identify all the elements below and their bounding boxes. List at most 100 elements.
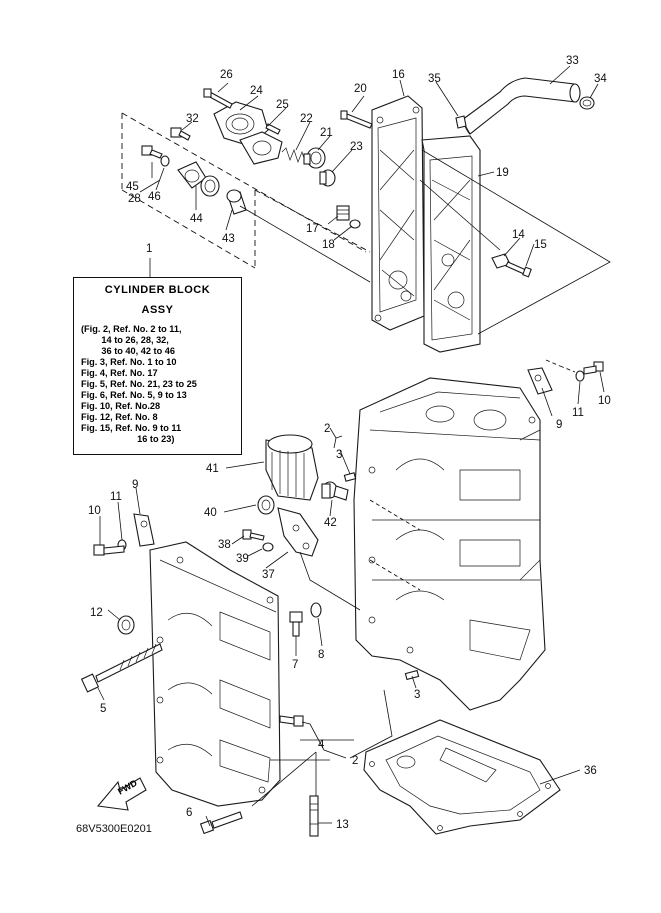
- oil-seal-40: [257, 495, 275, 515]
- washer-39: [262, 542, 274, 552]
- callout-labels: 1 2 2 3 3 4 5 6 7 8 9 9 10 10 11 11 12 1…: [88, 55, 611, 831]
- bolt-10-right: [583, 361, 604, 375]
- caption-line: 16 to 23): [81, 434, 175, 444]
- washer-46: [160, 155, 170, 167]
- washer-11-right: [575, 370, 585, 382]
- plate-9-right: [527, 367, 553, 395]
- callout-45: 45: [126, 181, 139, 193]
- gasket-36: [363, 719, 561, 835]
- grommet-44: [200, 175, 220, 197]
- fwd-arrow-icon: [96, 777, 147, 811]
- callout-23: 23: [350, 141, 363, 153]
- oil-filter: [265, 434, 319, 501]
- callout-16: 16: [392, 69, 405, 81]
- sub-assembly-dashed-box: [121, 112, 371, 269]
- dowel-3b: [404, 669, 420, 681]
- callout-9b: 9: [556, 419, 562, 431]
- callout-14: 14: [512, 229, 525, 241]
- thermo-sender: [319, 169, 336, 187]
- callout-3b: 3: [414, 689, 420, 701]
- bolt-10-left: [93, 544, 125, 556]
- callout-12: 12: [90, 607, 103, 619]
- caption-line: Fig. 10, Ref. No.28: [81, 401, 161, 411]
- callout-44: 44: [190, 213, 203, 225]
- collar-43: [226, 189, 247, 215]
- caption-line: Fig. 6, Ref. No. 5, 9 to 13: [81, 390, 187, 400]
- exhaust-outer-cover: [421, 135, 481, 353]
- callout-15: 15: [534, 239, 547, 251]
- long-bolt-5: [80, 643, 163, 693]
- caption-reference-list: (Fig. 2, Ref. No. 2 to 11, 14 to 26, 28,…: [81, 324, 241, 445]
- callout-33: 33: [566, 55, 579, 67]
- callout-10b: 10: [598, 395, 611, 407]
- bracket-37: [277, 507, 319, 557]
- callout-43: 43: [222, 233, 235, 245]
- callout-17: 17: [306, 223, 319, 235]
- callout-1: 1: [146, 243, 152, 255]
- leader-lines: [97, 65, 605, 827]
- bolt-26: [203, 88, 233, 109]
- caption-subtitle: ASSY: [141, 304, 174, 316]
- callout-24: 24: [250, 85, 263, 97]
- callout-10a: 10: [88, 505, 101, 517]
- callout-21: 21: [320, 127, 333, 139]
- callout-37: 37: [262, 569, 275, 581]
- dowel-3a: [343, 472, 357, 482]
- bolt-32: [170, 127, 191, 141]
- callout-2a: 2: [324, 423, 330, 435]
- callout-46: 46: [148, 191, 161, 203]
- gasket-8: [310, 602, 322, 618]
- callout-25: 25: [276, 99, 289, 111]
- caption-line: Fig. 3, Ref. No. 1 to 10: [81, 357, 177, 367]
- callout-26: 26: [220, 69, 233, 81]
- caption-line: (Fig. 2, Ref. No. 2 to 11,: [81, 324, 182, 334]
- drain-bolt-7: [289, 611, 303, 637]
- callout-11a: 11: [110, 491, 122, 503]
- callout-34: 34: [594, 73, 607, 85]
- callout-28: 28: [128, 193, 141, 205]
- callout-35: 35: [428, 73, 441, 85]
- sensor-17: [336, 205, 350, 221]
- callout-39: 39: [236, 553, 249, 565]
- union-42: [321, 481, 349, 501]
- callout-3a: 3: [336, 449, 342, 461]
- bolt-38: [242, 529, 265, 541]
- callout-32: 32: [186, 113, 199, 125]
- bolt-45: [141, 145, 163, 159]
- caption-line: 14 to 26, 28, 32,: [81, 335, 169, 345]
- stud-13: [309, 795, 319, 837]
- bolt-4: [279, 715, 304, 727]
- callout-19: 19: [496, 167, 509, 179]
- spring: [281, 147, 307, 165]
- caption-box: CYLINDER BLOCK ASSY (Fig. 2, Ref. No. 2 …: [73, 277, 242, 455]
- callout-22: 22: [300, 113, 313, 125]
- grommet-12: [117, 615, 135, 635]
- caption-line: Fig. 5, Ref. No. 21, 23 to 25: [81, 379, 197, 389]
- callout-20: 20: [354, 83, 367, 95]
- diagram-code: 68V5300E0201: [76, 823, 152, 835]
- o-ring-18: [349, 219, 361, 229]
- callout-6: 6: [186, 807, 192, 819]
- hose-clamp: [579, 96, 595, 110]
- callout-18: 18: [322, 239, 335, 251]
- callout-4: 4: [318, 739, 325, 751]
- caption-line: Fig. 12, Ref. No. 8: [81, 412, 158, 422]
- plate-9-left: [133, 513, 155, 547]
- callout-40: 40: [204, 507, 217, 519]
- bolt-15: [505, 261, 532, 278]
- caption-line: Fig. 4, Ref. No. 17: [81, 368, 158, 378]
- callout-42: 42: [324, 517, 337, 529]
- thermostat-gasket: [239, 131, 283, 165]
- caption-title: CYLINDER BLOCK: [104, 284, 211, 296]
- caption-line: Fig. 15, Ref. No. 9 to 11: [81, 423, 182, 433]
- callout-7: 7: [292, 659, 298, 671]
- callout-41: 41: [206, 463, 219, 475]
- caption-line: 36 to 40, 42 to 46: [81, 346, 175, 356]
- thermostat: [303, 147, 326, 169]
- callout-11b: 11: [572, 407, 584, 419]
- callout-38: 38: [218, 539, 231, 551]
- cylinder-block: [353, 377, 546, 711]
- water-hose: [461, 77, 581, 135]
